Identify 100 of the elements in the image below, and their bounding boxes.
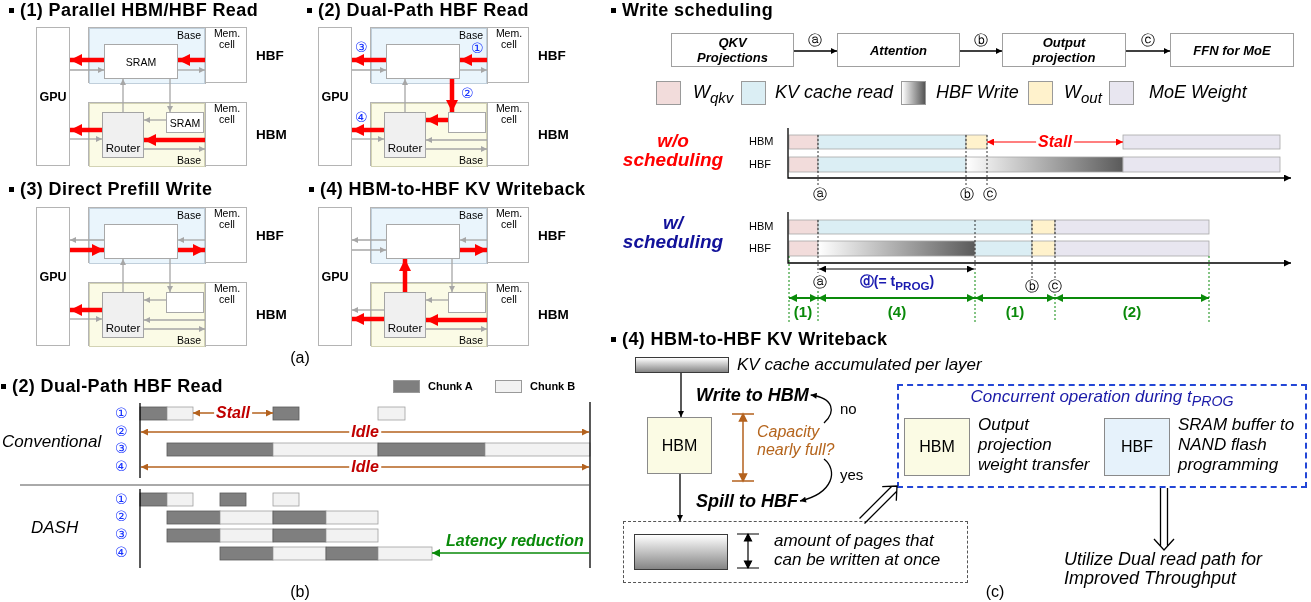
arrow [959,48,1003,54]
base-label: Base [459,29,483,41]
gpu-label: GPU [321,89,349,104]
dashed-note-box [623,521,968,583]
arrow [143,146,206,152]
legend-text: W$_{out}$ [1064,81,1102,108]
arrow [144,134,205,146]
buffer-box [386,44,460,79]
duration-label: ⓓ(= t$_{PROG}$) [859,273,935,294]
base-label: Base [177,154,201,166]
cell-label: Mem. cell [212,28,242,50]
stack-label: HBM [538,126,569,142]
arrow [177,67,206,73]
arrow [351,237,387,243]
panel-caption: (c) [985,583,1005,601]
process-label: QKV Projections [696,35,769,65]
event-marker: ⓐ [808,33,822,47]
arrow [678,372,684,418]
annotation-text: Latency reduction [446,532,584,550]
phase-label: (4) [887,303,907,320]
section-heading: (4) HBM-to-HBF KV Writeback [622,329,888,349]
path-number: ③ [355,40,368,55]
arrow [425,326,488,332]
arrow [120,78,126,113]
note-text: amount of pages that can be written at once [774,531,942,569]
process-box [1170,33,1294,67]
gpu-label: GPU [39,269,67,284]
base-die-region [89,103,205,167]
router-label: Router [105,322,141,335]
arrow [460,54,487,66]
panel-caption: (b) [290,583,310,601]
buffer-box [104,44,178,79]
path-number: ① [115,492,128,507]
arrow [425,137,488,143]
bar-caption: KV cache accumulated per layer [737,355,982,375]
arrow [351,67,387,73]
step-text: Spill to HBF [696,491,798,511]
legend-text: MoE Weight [1149,81,1247,103]
double-arrow [1153,487,1175,551]
section-heading: (1) Parallel HBM/HBF Read [20,0,259,20]
buffer-box [448,292,486,313]
event-marker: ⓒ [1048,279,1062,293]
arrow [70,54,104,66]
router-box [102,292,144,338]
stack-label: HBM [256,126,287,142]
base-die-region [89,283,205,347]
router-box [384,292,426,338]
base-label: Base [459,209,483,221]
gpu-box [318,27,352,166]
arrow [425,146,488,152]
memory-label: HBM [661,436,698,455]
arrow [793,48,838,54]
arrow [70,124,102,136]
gpu-label: GPU [321,269,349,284]
arrow [402,78,408,113]
event-marker: ⓑ [974,33,988,47]
path-number: ③ [115,527,128,542]
buffer-box [166,292,204,313]
arrow [69,136,103,142]
row-group-label: w/ scheduling [621,213,725,251]
arrow [459,237,488,243]
router-box [384,112,426,158]
cell-label: Mem. cell [494,283,524,305]
process-box [837,33,960,67]
process-box [1002,33,1126,67]
arrow [446,79,458,112]
phase-label: (1) [1005,303,1025,320]
edge-label: yes [840,466,864,483]
event-marker: ⓑ [960,187,974,201]
arrow [425,297,449,303]
cell-label: Mem. cell [212,103,242,125]
cell-label: Mem. cell [494,208,524,230]
process-label: Output projection [1031,35,1097,65]
row-group-label: DASH [31,518,79,538]
arrow [352,313,384,325]
memory-label: HBM [919,438,955,456]
event-marker: ⓒ [983,187,997,201]
double-arrow [858,485,898,525]
stack-label: HBM [538,306,569,322]
conclusion-text: Utilize Dual read path for Improved Throughput [1064,550,1269,588]
arrow [69,67,105,73]
memory-label: HBF [1121,438,1153,456]
arrow [351,307,385,313]
buffer-box [104,224,178,259]
event-marker: ⓑ [1025,279,1039,293]
row-label: HBF [749,158,771,171]
section-heading: Write scheduling [622,0,774,20]
base-label: Base [459,334,483,346]
row-label: HBM [749,220,774,233]
base-label: Base [459,154,483,166]
arrow [399,259,411,292]
arrow [352,124,384,136]
path-number: ① [471,41,484,56]
arrow [351,136,385,142]
process-box [671,33,794,67]
arrow [352,54,386,66]
stack-label: HBM [256,306,287,322]
memory-box [647,417,712,474]
router-box [102,112,144,158]
arrow [143,317,206,323]
